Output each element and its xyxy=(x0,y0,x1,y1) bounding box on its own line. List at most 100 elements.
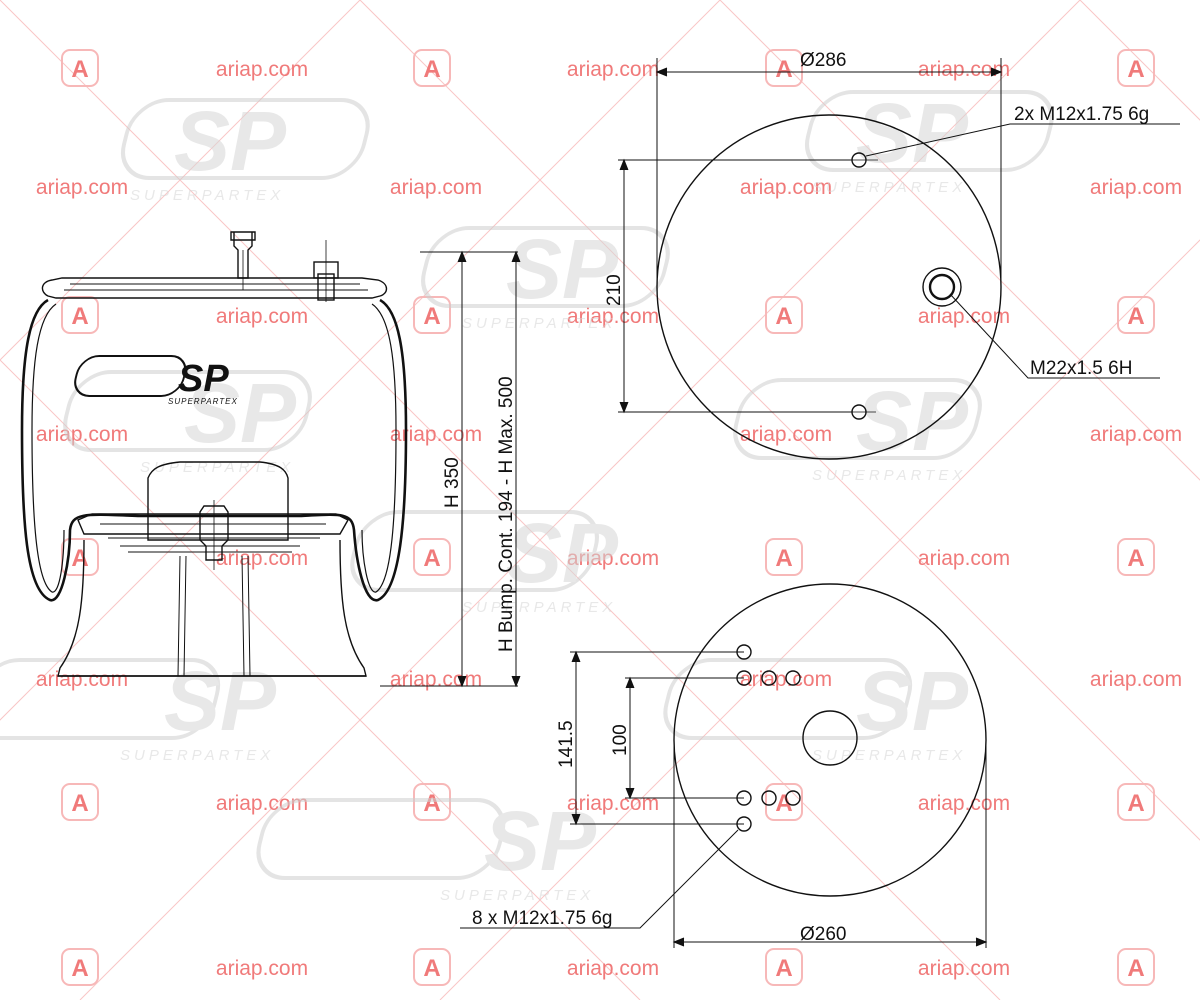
bottom-center-bore xyxy=(802,710,858,766)
brand-frame xyxy=(350,510,599,592)
brand-letters: SP xyxy=(164,654,277,748)
badge-frame xyxy=(61,948,99,986)
bolt-hole xyxy=(785,790,801,806)
wm-diag-line xyxy=(719,0,1200,481)
side-logo-text: SP xyxy=(178,358,229,400)
brand-frame xyxy=(663,658,913,740)
brand-sub: SUPERPARTEX xyxy=(130,187,284,204)
top-bead-plate xyxy=(41,277,388,299)
top-studs-label: 2x M12x1.75 6g xyxy=(1014,104,1149,125)
badge-letter: A xyxy=(1127,303,1144,330)
badge-frame xyxy=(413,49,451,87)
piston-flange xyxy=(77,513,349,535)
watermark-site: ariap.com xyxy=(567,957,659,980)
badge-letter: A xyxy=(1127,545,1144,572)
watermark-site: ariap.com xyxy=(390,668,482,691)
dim-h350-label: H 350 xyxy=(442,457,463,508)
wm-diag-line xyxy=(439,239,1200,1000)
watermark-badge: A xyxy=(1117,783,1155,821)
badge-frame xyxy=(765,49,803,87)
badge-letter: A xyxy=(775,955,792,982)
watermark-site: ariap.com xyxy=(36,668,128,691)
leader-holes xyxy=(460,829,739,929)
badge-frame xyxy=(765,538,803,576)
watermark-badge: A xyxy=(765,538,803,576)
badge-frame xyxy=(61,783,99,821)
piston-legs xyxy=(177,555,251,677)
badge-frame xyxy=(61,49,99,87)
watermark-badge: A xyxy=(413,49,451,87)
dim-arrow-2 xyxy=(511,250,521,688)
badge-letter: A xyxy=(423,955,440,982)
bottom-outer-label: 141.5 xyxy=(556,720,577,768)
badge-letter: A xyxy=(71,790,88,817)
brand-letters: SP xyxy=(174,94,287,188)
brand-sub: SUPERPARTEX xyxy=(440,887,594,904)
side-view xyxy=(20,231,408,677)
dim-range-label: H Bump. Cont. 194 - H Max. 500 xyxy=(496,376,517,652)
watermark-site: ariap.com xyxy=(1090,423,1182,446)
watermark-badge: A xyxy=(413,296,451,334)
brand-sub: SUPERPARTEX xyxy=(812,467,966,484)
leader-air xyxy=(949,293,1160,379)
top-air-label: M22x1.5 6H xyxy=(1030,358,1132,379)
badge-letter: A xyxy=(775,790,792,817)
bottom-diameter-label: Ø260 xyxy=(800,924,846,945)
side-dimensions xyxy=(380,250,521,688)
badge-frame xyxy=(1117,538,1155,576)
bolt-hole xyxy=(761,670,777,686)
badge-frame xyxy=(1117,948,1155,986)
bottom-dim-inner-arrows xyxy=(625,676,635,800)
watermark-site: ariap.com xyxy=(740,176,832,199)
top-offset-label: 210 xyxy=(604,274,625,306)
watermark-site: ariap.com xyxy=(216,547,308,570)
brand-letters: SP xyxy=(506,506,619,600)
watermark-badge: A xyxy=(765,49,803,87)
brand-sub: SUPERPARTEX xyxy=(120,747,274,764)
watermark-site: ariap.com xyxy=(216,957,308,980)
brand-frame xyxy=(120,98,370,180)
watermark-badge: A xyxy=(61,948,99,986)
badge-letter: A xyxy=(423,56,440,83)
badge-letter: A xyxy=(1127,790,1144,817)
badge-frame xyxy=(413,948,451,986)
badge-letter: A xyxy=(71,545,88,572)
watermark-site: ariap.com xyxy=(567,58,659,81)
badge-letter: A xyxy=(71,303,88,330)
brand-sub: SUPERPARTEX xyxy=(812,179,966,196)
watermark-site: ariap.com xyxy=(1090,176,1182,199)
watermark-site-texts: ariap.com ariap.com ariap.com ariap.com aria… xyxy=(36,58,1182,980)
watermark-badge: A xyxy=(765,296,803,334)
brand-letters: SP xyxy=(856,654,969,748)
badge-frame xyxy=(61,538,99,576)
badge-letter: A xyxy=(423,545,440,572)
air-port-outer xyxy=(922,267,962,307)
bottom-dim-outer-arrows xyxy=(571,650,581,826)
brand-frame xyxy=(63,370,312,452)
watermark-site: ariap.com xyxy=(1090,668,1182,691)
brand-letters: SP xyxy=(506,222,619,316)
bottom-holes-label: 8 x M12x1.75 6g xyxy=(472,908,612,929)
top-dim-offset-arrows xyxy=(619,158,629,414)
top-dim-diameter-arrows xyxy=(655,67,1003,77)
watermark-site: ariap.com xyxy=(216,792,308,815)
wm-diag-line xyxy=(79,0,1081,1000)
wm-diag-line xyxy=(359,0,1200,841)
badge-frame xyxy=(413,538,451,576)
watermark-site: ariap.com xyxy=(918,58,1010,81)
badge-frame xyxy=(765,783,803,821)
badge-letter: A xyxy=(423,790,440,817)
top-plate-inner xyxy=(64,283,368,291)
watermark-badge: A xyxy=(61,49,99,87)
bellows-outer xyxy=(20,298,408,602)
badge-letter: A xyxy=(71,56,88,83)
brand-sub: SUPERPARTEX xyxy=(462,599,616,616)
watermark-site: ariap.com xyxy=(918,957,1010,980)
side-logo-frame xyxy=(74,355,187,397)
